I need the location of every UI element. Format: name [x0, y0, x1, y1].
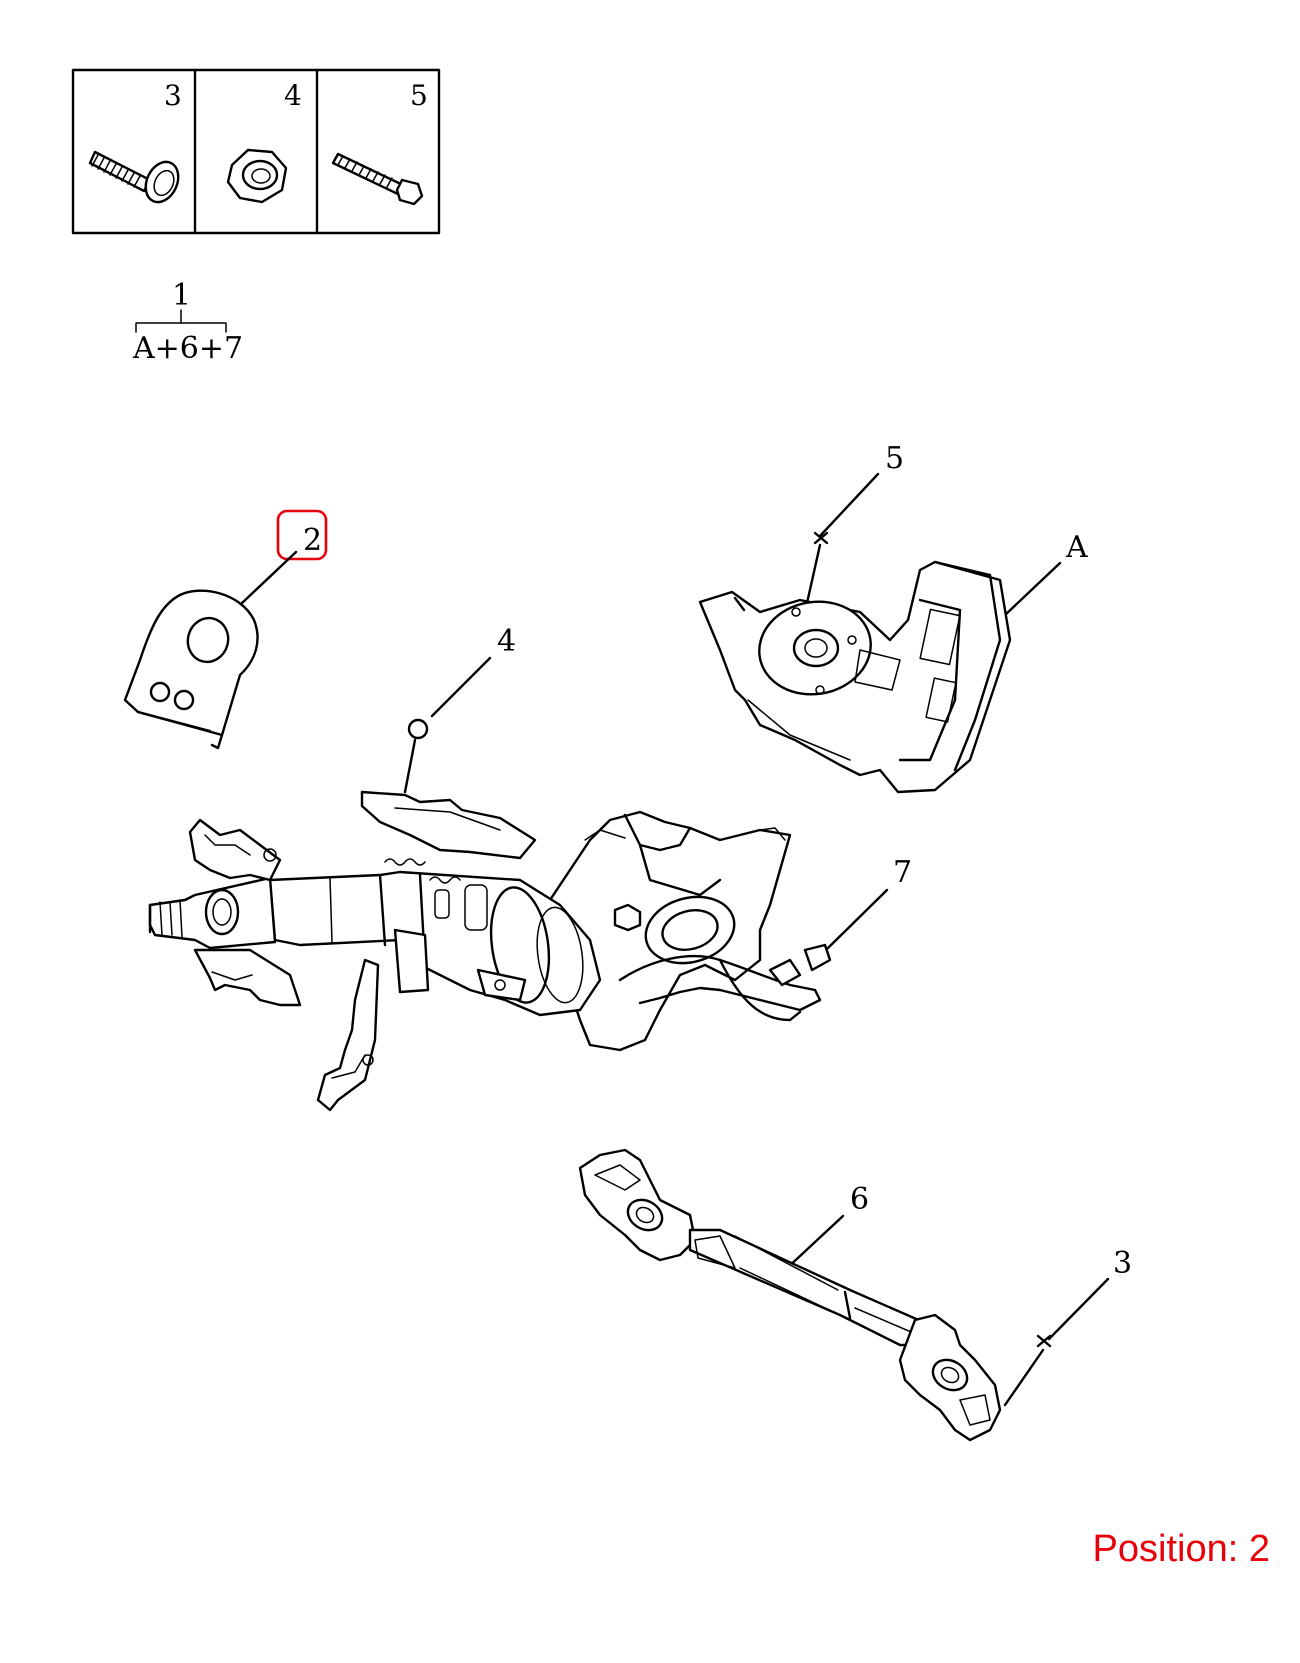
- hardware-cell-number: 5: [410, 79, 428, 112]
- callout-bolt[interactable]: 3: [1003, 1246, 1132, 1407]
- steering-column-part: [148, 790, 792, 1112]
- screw-icon: [331, 152, 424, 206]
- callout-number: 2: [303, 523, 322, 558]
- callout-harness[interactable]: 7: [826, 855, 912, 950]
- highlight-box: [276, 509, 328, 561]
- callout-number: 3: [1113, 1246, 1132, 1281]
- bolt-marker-icon: [1036, 1334, 1052, 1348]
- callout-number: 7: [893, 855, 912, 890]
- nut-icon: [226, 148, 288, 204]
- nut-marker-icon: [407, 718, 429, 740]
- callout-intermediate-shaft[interactable]: 6: [783, 1182, 869, 1272]
- position-label: Position: 2: [1092, 1528, 1270, 1570]
- callout-number: 5: [885, 441, 904, 476]
- bracket-part: [123, 589, 259, 750]
- intermediate-shaft-part: [578, 1148, 1002, 1442]
- bolt-icon: [88, 150, 180, 204]
- assembly-number: 1: [172, 278, 191, 313]
- assembly-components: A+6+7: [132, 331, 243, 366]
- callout-bracket[interactable]: 2: [240, 509, 328, 605]
- control-unit-part: [698, 560, 1012, 794]
- callout-control-unit[interactable]: A: [1002, 530, 1088, 618]
- callout-letter: A: [1065, 530, 1088, 565]
- hardware-cell-number: 4: [284, 79, 302, 112]
- callout-screw[interactable]: 5: [803, 441, 904, 614]
- assembly-label: 1 A+6+7: [132, 278, 243, 366]
- screw-marker-icon: [813, 531, 829, 545]
- callout-nut[interactable]: 4: [403, 624, 516, 794]
- callout-number: 4: [497, 624, 516, 659]
- hardware-cell-number: 3: [164, 79, 182, 112]
- harness-part: [618, 943, 832, 1022]
- callout-number: 6: [850, 1182, 869, 1217]
- hardware-box: 3 4 5: [71, 68, 441, 235]
